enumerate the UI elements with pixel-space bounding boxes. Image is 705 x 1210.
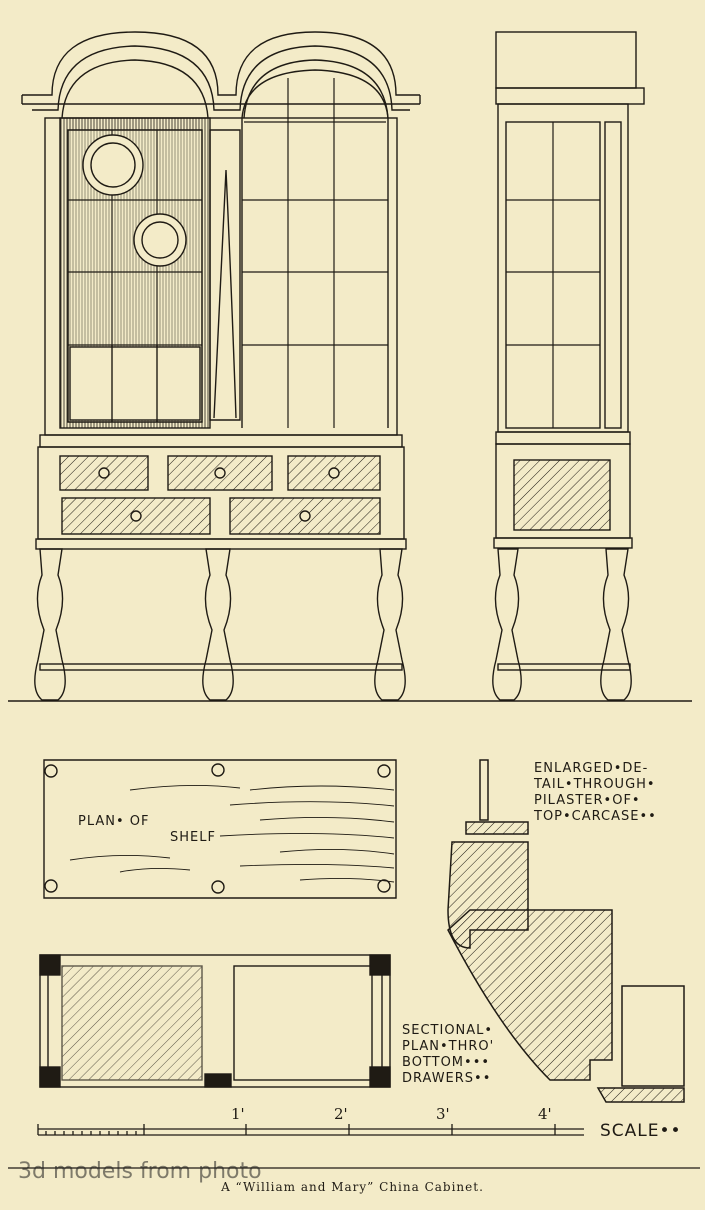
scale-bar [37,1124,584,1136]
section-label-line3: BOTTOM••• [402,1055,491,1070]
watermark: 3d models from photo [18,1159,262,1184]
scale-tick-2: 2' [334,1105,348,1123]
detail-label-line2: TAIL•THROUGH• [534,777,656,792]
scale-tick-3: 3' [436,1105,450,1123]
detail-label-line1: ENLARGED•DE- [534,761,649,776]
shelf-plan [43,759,397,899]
pilaster-detail [447,759,685,1103]
front-legs [34,548,406,701]
section-label-line4: DRAWERS•• [402,1071,492,1086]
sectional-plan [39,954,391,1088]
side-elevation [492,31,645,701]
section-label-line2: PLAN•THRO' [402,1039,495,1054]
figure-caption: A “William and Mary” China Cabinet. [221,1180,484,1194]
front-elevation [21,31,421,701]
scale-tick-4: 4' [538,1105,552,1123]
scale-tick-1: 1' [231,1105,245,1123]
detail-label-line3: PILASTER•OF• [534,793,641,808]
scale-label: SCALE•• [600,1121,682,1141]
detail-label-line4: TOP•CARCASE•• [534,809,657,824]
plan-shelf-label-line2: SHELF [170,830,216,845]
plan-shelf-label-line1: PLAN• OF [78,814,150,829]
section-label-line1: SECTIONAL• [402,1023,494,1038]
